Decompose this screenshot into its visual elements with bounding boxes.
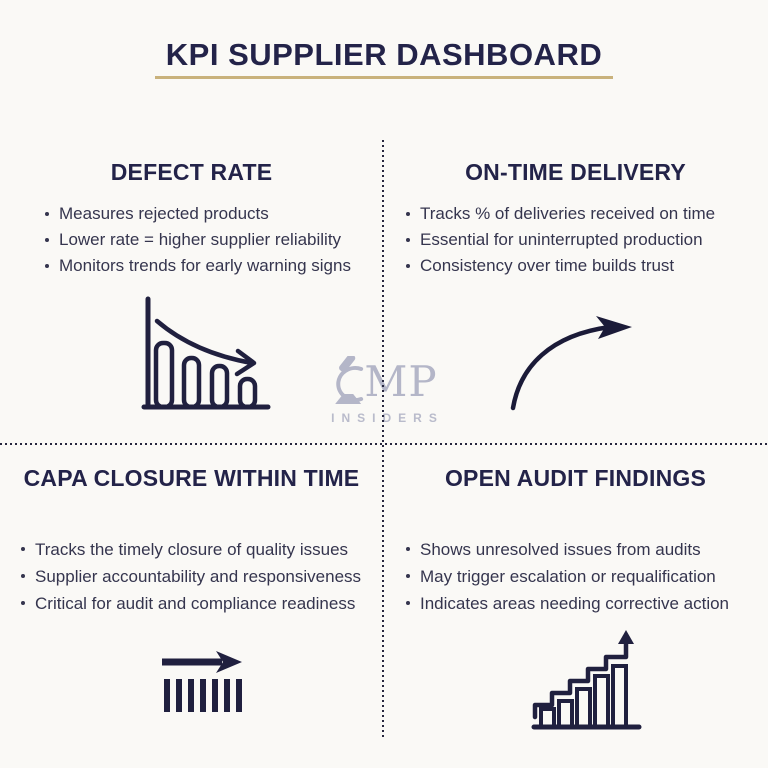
title-underline <box>155 76 613 79</box>
horizontal-divider <box>0 443 768 445</box>
bullet-item: Indicates areas needing corrective actio… <box>405 590 768 617</box>
page-title: KPI SUPPLIER DASHBOARD <box>165 37 603 72</box>
bullet-item: Essential for uninterrupted production <box>405 227 768 253</box>
brand-watermark: MP INSIDERS <box>324 356 444 425</box>
vertical-divider <box>382 140 384 738</box>
quadrant-open-audit-findings: OPEN AUDIT FINDINGS Shows unresolved iss… <box>383 466 768 730</box>
bullet-item: Critical for audit and compliance readin… <box>20 590 383 617</box>
quadrant-title: OPEN AUDIT FINDINGS <box>444 465 707 491</box>
quadrant-title: ON-TIME DELIVERY <box>465 159 686 185</box>
bullet-list: Shows unresolved issues from audits May … <box>405 536 768 617</box>
bullet-item: Tracks % of deliveries received on time <box>405 201 768 227</box>
rising-curve-arrow-icon <box>510 316 632 411</box>
bullet-list: Tracks % of deliveries received on time … <box>405 201 768 279</box>
bullet-item: Supplier accountability and responsivene… <box>20 563 383 590</box>
bullet-item: Lower rate = higher supplier reliability <box>44 227 383 253</box>
forward-arrow-tally-icon <box>162 651 242 712</box>
watermark-subtitle: INSIDERS <box>331 411 444 425</box>
quadrant-capa-closure: CAPA CLOSURE WITHIN TIME Tracks the time… <box>0 466 383 713</box>
header: KPI SUPPLIER DASHBOARD <box>0 37 768 72</box>
ascending-bar-chart-arrow-icon <box>531 630 642 730</box>
bullet-item: May trigger escalation or requalificatio… <box>405 563 768 590</box>
bullet-item: Shows unresolved issues from audits <box>405 536 768 563</box>
quadrant-title: DEFECT RATE <box>110 159 273 185</box>
bullet-item: Consistency over time builds trust <box>405 253 768 279</box>
bullet-item: Monitors trends for early warning signs <box>44 253 383 279</box>
watermark-brand-text: MP <box>364 357 438 406</box>
quadrant-on-time-delivery: ON-TIME DELIVERY Tracks % of deliveries … <box>383 160 768 411</box>
bullet-list: Tracks the timely closure of quality iss… <box>20 536 383 617</box>
bullet-item: Tracks the timely closure of quality iss… <box>20 536 383 563</box>
declining-bar-chart-icon <box>141 296 271 410</box>
bullet-item: Measures rejected products <box>44 201 383 227</box>
microscope-g-icon <box>335 356 364 404</box>
bullet-list: Measures rejected products Lower rate = … <box>44 201 383 279</box>
watermark-logo-row: MP <box>324 356 444 408</box>
quadrant-title: CAPA CLOSURE WITHIN TIME <box>23 465 360 491</box>
quadrant-defect-rate: DEFECT RATE Measures rejected products L… <box>0 160 383 413</box>
